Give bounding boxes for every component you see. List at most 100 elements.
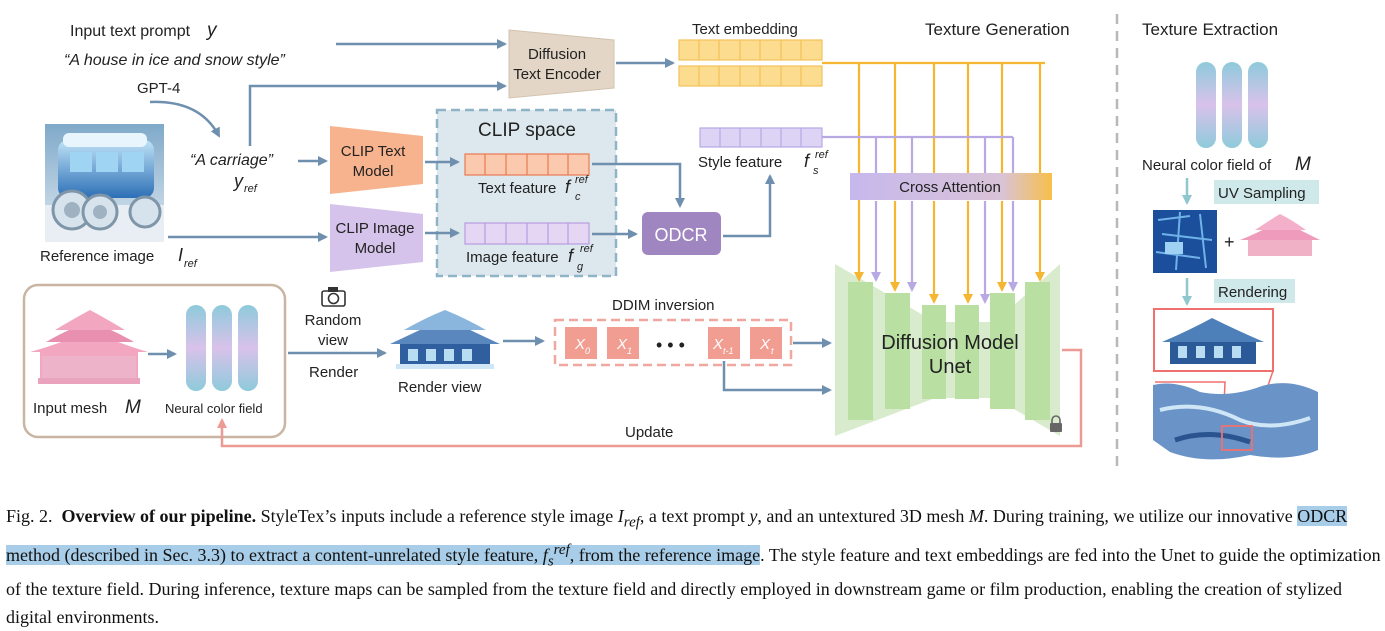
plus-sign: + — [1224, 232, 1235, 252]
cross-attention-bar — [850, 173, 1052, 200]
clip-image-line-2: Model — [355, 240, 396, 257]
extraction-mesh-symbol: M — [1295, 154, 1311, 175]
neural-color-field — [186, 305, 258, 391]
text-feature-bar — [464, 153, 590, 176]
i-ref-symbol: I — [178, 245, 183, 265]
caption-highlight-b: , from the reference image — [569, 545, 761, 566]
arrow-carriage-to-encoder — [248, 81, 507, 146]
f-s-sup: ref — [815, 149, 829, 161]
encoder-line-1: Diffusion — [528, 46, 586, 63]
image-feature-bar — [464, 222, 590, 245]
neural-color-field-of-label: Neural color field of — [1142, 157, 1272, 174]
encoder-line-2: Text Encoder — [513, 66, 601, 83]
unet-line-1: Diffusion Model — [881, 332, 1018, 354]
diffusion-text-encoder-box — [508, 29, 615, 99]
y-ref-symbol: y — [232, 171, 244, 191]
unet-layers — [848, 282, 1050, 420]
text-embedding-bars — [678, 39, 823, 87]
uv-sampling-badge — [1214, 180, 1319, 204]
input-mesh-label: Input mesh — [33, 400, 107, 417]
clip-image-model-box — [330, 204, 423, 272]
reference-label: Reference image — [40, 248, 154, 265]
lock-icon — [1050, 415, 1062, 432]
prompt-symbol: y — [205, 20, 218, 41]
f-s-sub: s — [813, 165, 819, 177]
caption-mesh: M — [968, 506, 984, 526]
prompt-text: “A house in ice and snow style” — [64, 52, 286, 69]
gpt-arrow — [149, 100, 221, 138]
caption-f-s: f — [542, 545, 548, 566]
latent-x0: X 0 — [565, 327, 597, 359]
clip-image-line-1: CLIP Image — [336, 220, 415, 237]
svg-text:1: 1 — [627, 346, 632, 356]
clip-text-line-1: CLIP Text — [341, 143, 406, 160]
unet-line-2: Unet — [929, 356, 972, 378]
extraction-color-field — [1196, 62, 1268, 148]
style-to-unet-arrows — [822, 135, 1018, 304]
caption-seg1: StyleTex’s inputs include a reference st… — [256, 506, 618, 526]
figure-caption: Fig. 2. Overview of our pipeline. StyleT… — [6, 503, 1381, 631]
rendered-scene — [1153, 308, 1318, 460]
ellipsis: • • • — [656, 335, 685, 355]
caption-fig-label: Fig. 2. — [6, 506, 53, 526]
neural-color-field-label: Neural color field — [165, 401, 263, 416]
caption-title: Overview of our pipeline. — [61, 506, 257, 526]
texture-generation-title: Texture Generation — [925, 20, 1070, 39]
ddim-label: DDIM inversion — [612, 297, 715, 314]
f-c-symbol: f — [565, 177, 572, 197]
caption-highlight-a: ODCR method (described in Sec. 3.3) to e… — [6, 506, 1348, 566]
y-ref-sub: ref — [244, 183, 258, 195]
caption-seg2: , a text prompt — [639, 506, 750, 526]
random-view-line-2: view — [318, 332, 348, 349]
update-label: Update — [625, 424, 673, 441]
caption-f-s-sub: s — [547, 553, 554, 570]
clip-text-model-box — [330, 126, 423, 194]
embedding-to-unet-arrows — [822, 61, 1045, 304]
render-view-image — [390, 310, 500, 369]
style-feature-bar — [699, 127, 823, 148]
arrow-odcr-to-style — [723, 174, 775, 238]
caption-i-ref: I — [617, 506, 624, 526]
latent-xt: X t — [750, 327, 782, 359]
caption-i-ref-sub: ref — [623, 514, 640, 531]
uv-sampling-label: UV Sampling — [1218, 185, 1306, 202]
input-mesh-symbol: M — [125, 397, 141, 418]
input-mesh-container — [22, 283, 287, 439]
f-s-symbol: f — [804, 151, 811, 171]
pipeline-diagram: Input text prompt y “A house in ice and … — [22, 14, 1320, 468]
gpt-label: GPT-4 — [137, 80, 180, 97]
f-c-sup: ref — [575, 174, 589, 186]
f-g-sub: g — [577, 261, 584, 273]
odcr-label: ODCR — [655, 225, 708, 245]
svg-text:t-1: t-1 — [723, 346, 734, 356]
svg-text:t: t — [771, 346, 774, 356]
render-view-label: Render view — [398, 379, 482, 396]
random-view-line-1: Random — [305, 312, 362, 329]
svg-text:X: X — [574, 336, 586, 353]
rendering-badge — [1214, 279, 1295, 303]
caption-seg4: . During training, we utilize our innova… — [983, 506, 1298, 526]
small-pink-house — [1240, 214, 1320, 256]
image-feature-label: Image feature — [466, 249, 559, 266]
latent-x1: X 1 — [607, 327, 639, 359]
f-c-sub: c — [575, 191, 581, 203]
text-embedding-label: Text embedding — [692, 21, 798, 38]
latent-xt-1: X t-1 — [708, 327, 740, 359]
pink-house-mesh — [30, 310, 148, 384]
clip-text-line-2: Model — [353, 163, 394, 180]
clip-space-title: CLIP space — [478, 120, 576, 141]
i-ref-sub: ref — [184, 258, 198, 270]
render-label: Render — [309, 364, 358, 381]
reference-image — [45, 124, 164, 242]
clip-space-box — [435, 108, 618, 278]
caption-f-s-sup: ref — [553, 542, 570, 559]
arrow-xt1-to-unet — [722, 361, 832, 395]
uv-texture-map — [1153, 210, 1217, 273]
f-g-sup: ref — [580, 243, 594, 255]
svg-text:X: X — [759, 336, 771, 353]
caption-rest: . The style feature and text embeddings … — [6, 545, 1381, 627]
cross-attention-label: Cross Attention — [899, 179, 1001, 196]
prompt-label: Input text prompt — [70, 23, 191, 40]
ddim-box — [553, 318, 793, 367]
svg-text:X: X — [616, 336, 628, 353]
